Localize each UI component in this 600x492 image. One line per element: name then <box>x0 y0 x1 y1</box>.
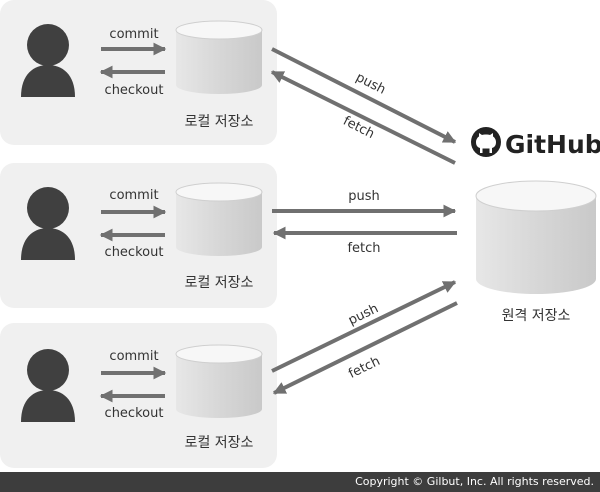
checkout-label: checkout <box>105 83 164 98</box>
push-label: push <box>348 189 380 204</box>
fetch-label: fetch <box>340 114 376 142</box>
local-repo-label: 로컬 저장소 <box>185 275 254 291</box>
push-arrow <box>271 47 457 144</box>
checkout-label: checkout <box>105 406 164 421</box>
local-repository-icon <box>175 20 263 94</box>
local-repository-icon <box>175 182 263 256</box>
commit-label: commit <box>109 349 158 364</box>
push-arrow <box>271 280 457 373</box>
user-icon <box>21 349 75 422</box>
fetch-label: fetch <box>346 354 382 382</box>
commit-label: commit <box>109 188 158 203</box>
commit-label: commit <box>109 27 158 42</box>
github-octocat-icon <box>471 127 501 157</box>
copyright-text: Copyright © Gilbut, Inc. All rights rese… <box>355 475 594 488</box>
copyright-bar: Copyright © Gilbut, Inc. All rights rese… <box>0 472 600 492</box>
local-repo-label: 로컬 저장소 <box>185 114 254 130</box>
remote-repository-icon <box>475 180 597 294</box>
remote-repo-label: 원격 저장소 <box>502 308 571 324</box>
fetch-label: fetch <box>347 241 380 256</box>
fetch-arrow <box>272 301 458 395</box>
github-wordmark: GitHub <box>505 130 600 159</box>
user-icon <box>21 24 75 97</box>
fetch-arrow <box>270 70 456 165</box>
local-repository-icon <box>175 344 263 418</box>
checkout-label: checkout <box>105 245 164 260</box>
user-icon <box>21 187 75 260</box>
local-repo-label: 로컬 저장소 <box>185 435 254 451</box>
